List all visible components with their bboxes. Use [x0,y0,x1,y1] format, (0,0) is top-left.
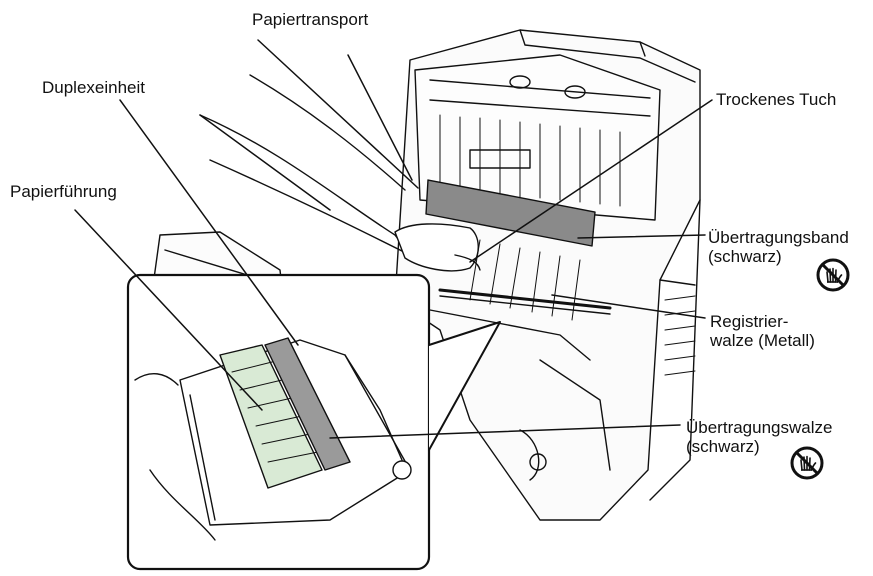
label-trockenes-tuch: Trockenes Tuch [716,90,837,109]
label-registrierwalze: Registrier- walze (Metall) [710,312,815,350]
label-duplexeinheit: Duplexeinheit [42,78,146,97]
leader-papiertransport-2 [347,54,413,181]
paper-guide [219,344,323,489]
do-not-touch-icon [790,446,824,480]
arm-sleeve [199,114,411,256]
hand [394,223,479,272]
label-papierfuehrung: Papierführung [10,182,117,201]
leader-uebertragungsband [577,234,706,239]
leader-uebertragungswalze [329,424,681,439]
transfer-belt [425,179,596,247]
do-not-touch-icon [816,258,850,292]
registration-roller [438,288,612,310]
leader-papierfuehrung [74,209,263,411]
label-uebertragungsband: Übertragungsband (schwarz) [708,228,849,266]
leader-duplexeinheit-2 [199,114,331,211]
transfer-roller [264,337,351,471]
leader-papiertransport-1 [257,39,419,189]
paper-transport-unit [414,54,661,221]
leader-registrierwalze [551,294,706,319]
label-papiertransport: Papiertransport [252,10,369,29]
leader-duplexeinheit-1 [119,99,299,346]
leader-trockenes-tuch [469,99,713,263]
label-uebertragungswalze: Übertragungswalze (schwarz) [686,418,833,456]
